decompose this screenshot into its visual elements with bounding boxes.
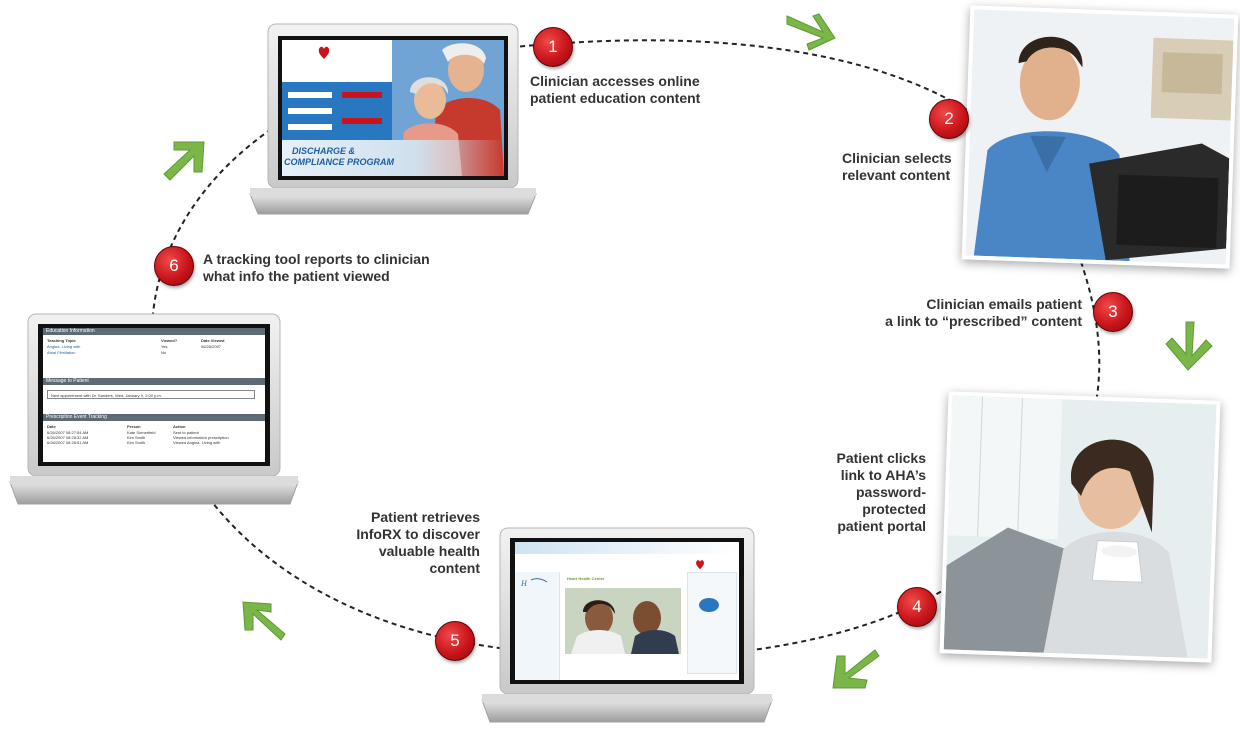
event-date-1: 6/26/2007 08:27:54 AM <box>47 430 89 435</box>
register-button <box>342 118 382 124</box>
col-date-viewed: Date Viewed <box>201 338 225 343</box>
col-teaching-topic: Teaching Topic <box>47 338 76 343</box>
heart-logo-icon <box>696 560 704 570</box>
program-banner <box>282 140 504 176</box>
portal-left-nav <box>515 572 560 680</box>
laptop-login-screen: DISCHARGE & COMPLIANCE PROGRAM <box>246 22 540 218</box>
topic-row-1: Angina, Living with <box>47 344 81 349</box>
clinician-illustration <box>965 9 1235 265</box>
portal-section-title: Heart Health Center <box>567 576 605 581</box>
direction-arrow-icon <box>242 601 286 641</box>
viewed-row-2: No <box>161 350 167 355</box>
program-title-line2: COMPLIANCE PROGRAM <box>284 157 394 167</box>
portal-badge <box>699 598 719 612</box>
patient-illustration <box>943 395 1217 659</box>
step-5-label: Patient retrieves InfoRX to discover val… <box>356 509 480 576</box>
direction-arrow-icon <box>163 141 205 181</box>
section-education-header: Education Information <box>43 328 265 335</box>
col-person: Person <box>127 424 141 429</box>
step-2-badge: 2 <box>929 99 969 139</box>
screen-login: DISCHARGE & COMPLIANCE PROGRAM <box>282 40 504 176</box>
message-box: Next appointment with Dr. Sanders, Wed. … <box>47 390 255 399</box>
col-event-date: Date <box>47 424 56 429</box>
step-6-label: A tracking tool reports to clinician wha… <box>203 251 430 284</box>
event-action-2: Viewed information prescription <box>173 435 229 440</box>
col-viewed: Viewed? <box>161 338 178 343</box>
portal-header <box>515 542 739 554</box>
clinician-photo <box>961 5 1239 269</box>
event-date-2: 6/26/2007 08:28:32 AM <box>47 435 89 440</box>
laptop-portal-screen: H Heart Health Center <box>478 524 776 726</box>
step-1-badge: 1 <box>533 27 573 67</box>
topic-row-2: Atrial Fibrillation <box>47 350 76 355</box>
direction-arrow-icon <box>1165 321 1213 371</box>
step-2-label: Clinician selects relevant content <box>842 150 952 183</box>
event-action-1: Sent to patient <box>173 430 199 435</box>
event-person-2: Kim Smith <box>127 435 146 440</box>
step-4-label: Patient clicks link to AHA’s password- p… <box>836 450 927 534</box>
direction-arrow-icon <box>786 13 836 51</box>
event-person-3: Kim Smith <box>127 440 146 445</box>
viewed-row-1: Yes <box>161 344 168 349</box>
event-action-3: Viewed Angina, Living with <box>173 440 221 445</box>
laptop-tracking-screen: Education Information Teaching Topic Vie… <box>6 312 302 508</box>
portal-right-panel <box>687 572 737 674</box>
heart-logo-icon <box>318 46 330 59</box>
hospital-logo-icon: H <box>521 578 548 588</box>
direction-arrow-icon <box>832 649 880 689</box>
section-tracking-header: Prescription Event Tracking <box>43 414 265 421</box>
patient-photo <box>939 391 1221 663</box>
step-3-label: Clinician emails patient a link to “pres… <box>885 296 1082 329</box>
doctor-patient-photo <box>565 588 681 654</box>
col-action: Action <box>173 424 186 429</box>
section-message-header: Message to Patient <box>43 378 265 385</box>
login-button <box>342 92 382 98</box>
step-5-badge: 5 <box>435 621 475 661</box>
step-3-badge: 3 <box>1093 292 1133 332</box>
screen-portal: H Heart Health Center <box>515 542 739 680</box>
program-title-line1: DISCHARGE & <box>292 146 356 156</box>
screen-tracking: Education Information Teaching Topic Vie… <box>43 328 265 462</box>
step-1-label: Clinician accesses online patient educat… <box>530 73 701 106</box>
email-field <box>288 92 332 98</box>
svg-text:H: H <box>521 579 528 588</box>
event-date-3: 6/26/2007 08:28:51 AM <box>47 440 89 445</box>
password-field <box>288 108 332 114</box>
date-row-1: 06/26/2007 <box>201 344 222 349</box>
event-person-1: Kate Somerfield <box>127 430 156 435</box>
step-4-badge: 4 <box>897 587 937 627</box>
code-field <box>288 124 332 130</box>
step-6-badge: 6 <box>154 246 194 286</box>
